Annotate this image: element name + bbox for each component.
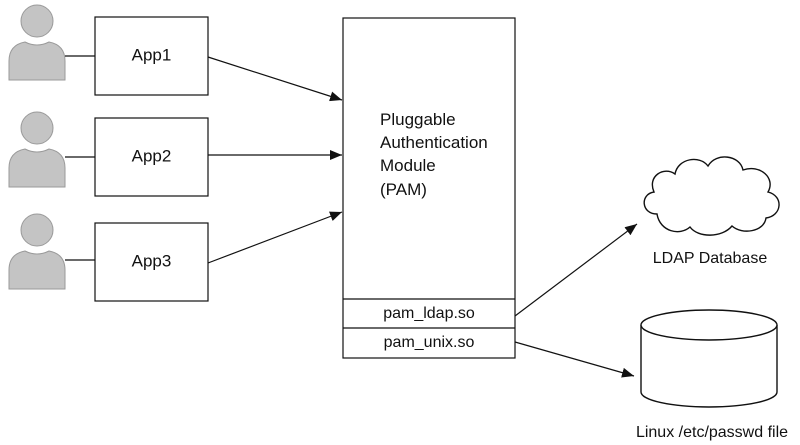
arrow-unix-to-passwd [514,341,635,378]
user-icon-app1 [8,4,66,81]
app2-label: App2 [132,146,172,165]
arrow-ldap-to-cloud [514,223,638,317]
arrow-app3-pam [207,211,343,264]
app1-label: App1 [132,45,172,64]
module-pam-unix: pam_unix.so [384,334,475,351]
arrow-app1-pam [207,56,343,102]
passwd-file-label: Linux /etc/passwd file [636,424,788,441]
pam-title-line-1: Pluggable [380,110,456,129]
pam-box [342,17,516,359]
user-icon-app2 [8,111,66,188]
app1-box [94,16,209,96]
pam-title-line-3: Module [380,156,436,175]
database-cylinder-icon [640,309,778,408]
pam-title-line-4: (PAM) [380,180,427,199]
pam-title-line-2: Authentication [380,133,488,152]
app2-box [94,117,209,197]
ldap-database-label: LDAP Database [653,250,768,267]
app3-label: App3 [132,251,172,270]
user-icon-app3 [8,213,66,290]
cloud-icon [643,156,780,236]
module-pam-ldap: pam_ldap.so [383,305,475,322]
app3-box [94,222,209,302]
